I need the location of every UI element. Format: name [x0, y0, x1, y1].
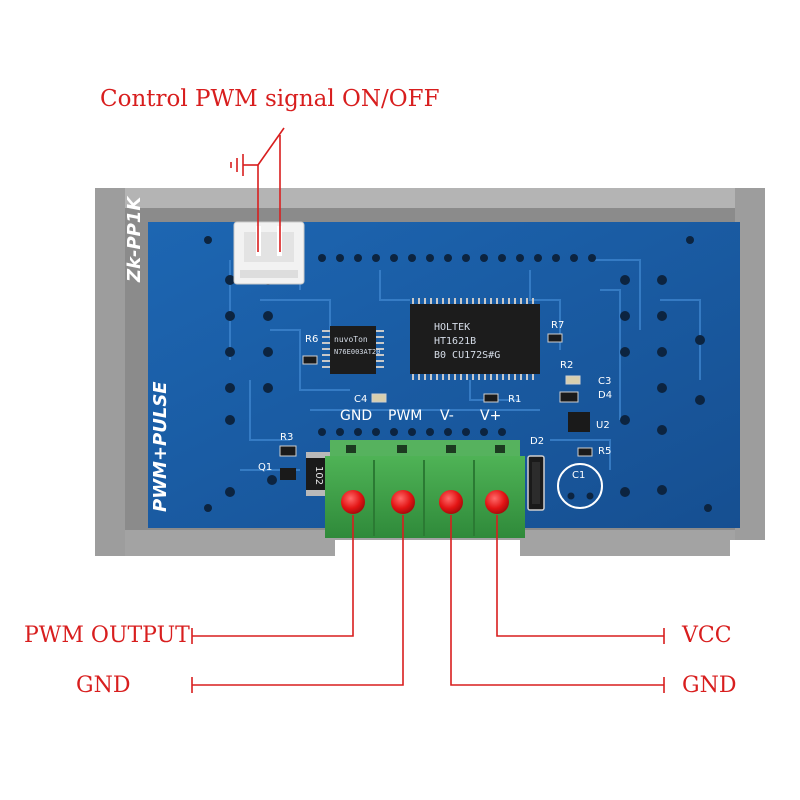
terminal-label-vplus: V+: [480, 408, 502, 424]
ref-r3: R3: [280, 432, 294, 443]
control-switch-label: Control PWM signal ON/OFF: [100, 86, 440, 112]
ref-r1: R1: [508, 394, 522, 405]
ref-u2: U2: [596, 420, 610, 431]
smd-resistor-code: 102: [313, 466, 324, 486]
ref-r2: R2: [560, 360, 574, 371]
driver-brand: HOLTEK: [434, 322, 471, 333]
gnd-right-label: GND: [682, 673, 737, 698]
ref-r7: R7: [551, 320, 565, 331]
gnd-left-label: GND: [76, 673, 131, 698]
board-model-label: Zk-PP1K: [124, 196, 145, 282]
terminal-dot-gnd: [341, 490, 365, 514]
ref-r5: R5: [598, 446, 612, 457]
smd-components: [279, 333, 593, 480]
lcd-driver-chip: [410, 298, 540, 380]
mcu-code: N76E003AT20: [334, 348, 381, 356]
leader-lines: [191, 515, 665, 693]
driver-part: HT1621B: [434, 336, 477, 347]
ref-c3: C3: [598, 376, 612, 387]
terminal-block: [325, 440, 525, 538]
driver-code: B0 CU172S#G: [434, 350, 501, 361]
microcontroller-chip: [322, 326, 384, 374]
vcc-label: VCC: [682, 623, 732, 648]
pwm-output-label: PWM OUTPUT: [24, 623, 190, 648]
mcu-brand: nuvoTon: [334, 335, 368, 344]
ref-c4: C4: [354, 394, 368, 405]
terminal-dot-vminus: [439, 490, 463, 514]
switch-symbol: [230, 127, 285, 252]
board-series-label: PWM+PULSE: [150, 381, 171, 512]
terminal-label-vminus: V-: [440, 408, 454, 424]
ref-r6: R6: [305, 334, 319, 345]
ref-c1: C1: [572, 470, 586, 481]
terminal-label-gnd: GND: [340, 408, 373, 424]
capacitor-c1: [557, 463, 603, 509]
terminal-label-pwm: PWM: [388, 408, 423, 424]
terminal-dot-pwm: [391, 490, 415, 514]
terminal-dot-vplus: [485, 490, 509, 514]
diode-d2: [527, 455, 545, 511]
ref-d4: D4: [598, 390, 613, 401]
ref-q1: Q1: [258, 462, 273, 473]
ref-d2: D2: [530, 436, 545, 447]
switch-connector: [233, 221, 305, 285]
